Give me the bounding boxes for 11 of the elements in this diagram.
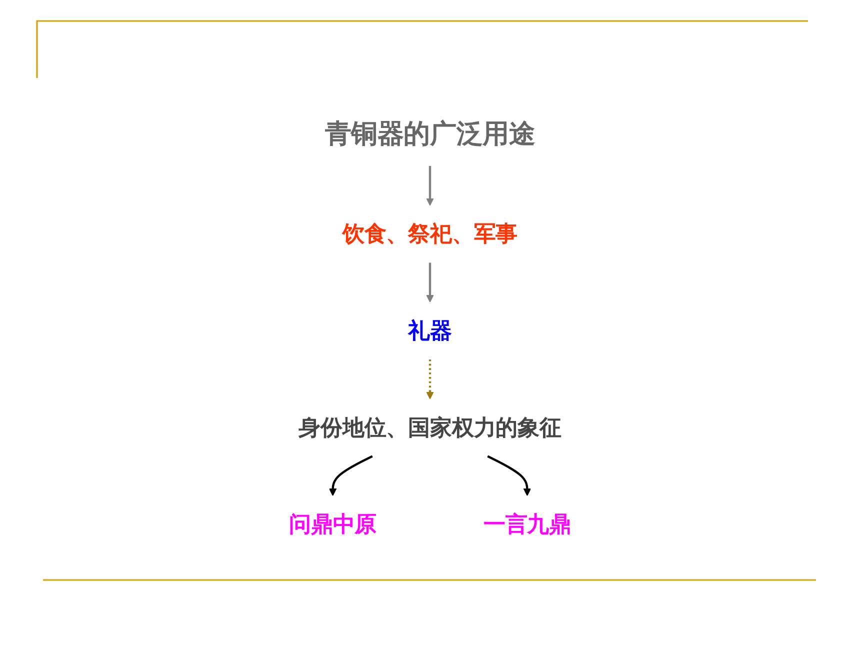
arrow (426, 166, 434, 206)
node-text: 饮食、祭祀、军事 (342, 221, 518, 246)
arrow (328, 455, 373, 496)
arrow (487, 455, 532, 496)
node-text: 问鼎中原 (289, 511, 377, 537)
arrow (426, 262, 434, 302)
node-text: 青铜器的广泛用途 (324, 118, 536, 150)
arrow (426, 359, 434, 400)
node-text: 身份地位、国家权力的象征 (298, 414, 562, 440)
node-text: 礼器 (408, 318, 452, 344)
node-text: 一言九鼎 (483, 511, 571, 537)
